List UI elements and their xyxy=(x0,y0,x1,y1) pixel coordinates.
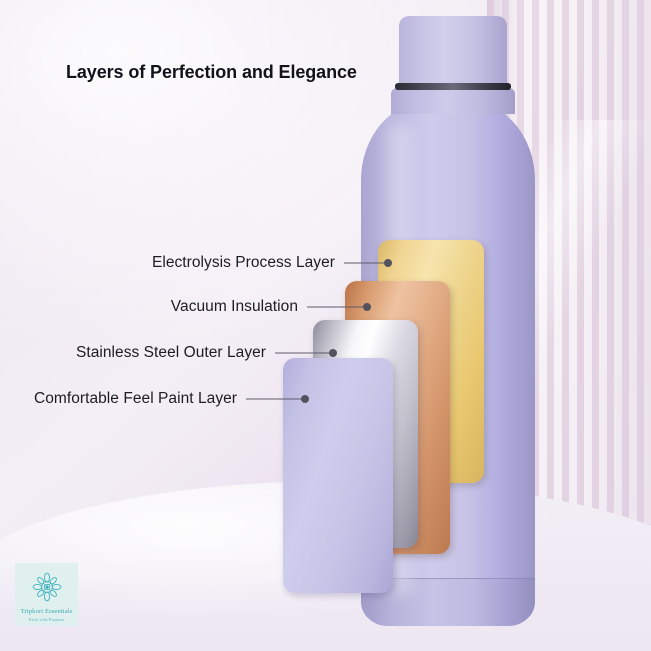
bottle-cap-ring xyxy=(395,83,511,90)
callout-label: Electrolysis Process Layer xyxy=(151,254,335,271)
callout-label: Comfortable Feel Paint Layer xyxy=(34,390,237,407)
leader-line xyxy=(246,398,305,400)
leader-dot xyxy=(363,303,371,311)
brand-name: Tripkori Essentials xyxy=(20,608,73,615)
paint-layer-card xyxy=(283,358,393,593)
mandala-icon xyxy=(32,572,61,602)
bottle-shoulder xyxy=(361,100,535,220)
bottle-cap xyxy=(399,16,507,88)
callout-label: Stainless Steel Outer Layer xyxy=(75,344,266,361)
brand-logo: Tripkori Essentials Pack with Purpose xyxy=(15,563,78,626)
leader-line xyxy=(275,352,333,354)
bottle-base-seam xyxy=(361,578,535,579)
leader-line xyxy=(344,262,388,264)
page-title: Layers of Perfection and Elegance xyxy=(66,62,357,82)
callout-label: Vacuum Insulation xyxy=(170,298,298,315)
brand-tagline: Pack with Purpose xyxy=(28,617,65,622)
leader-dot xyxy=(329,349,337,357)
leader-line xyxy=(307,306,367,308)
leader-dot xyxy=(384,259,392,267)
leader-dot xyxy=(301,395,309,403)
bottle-neck xyxy=(391,88,515,114)
